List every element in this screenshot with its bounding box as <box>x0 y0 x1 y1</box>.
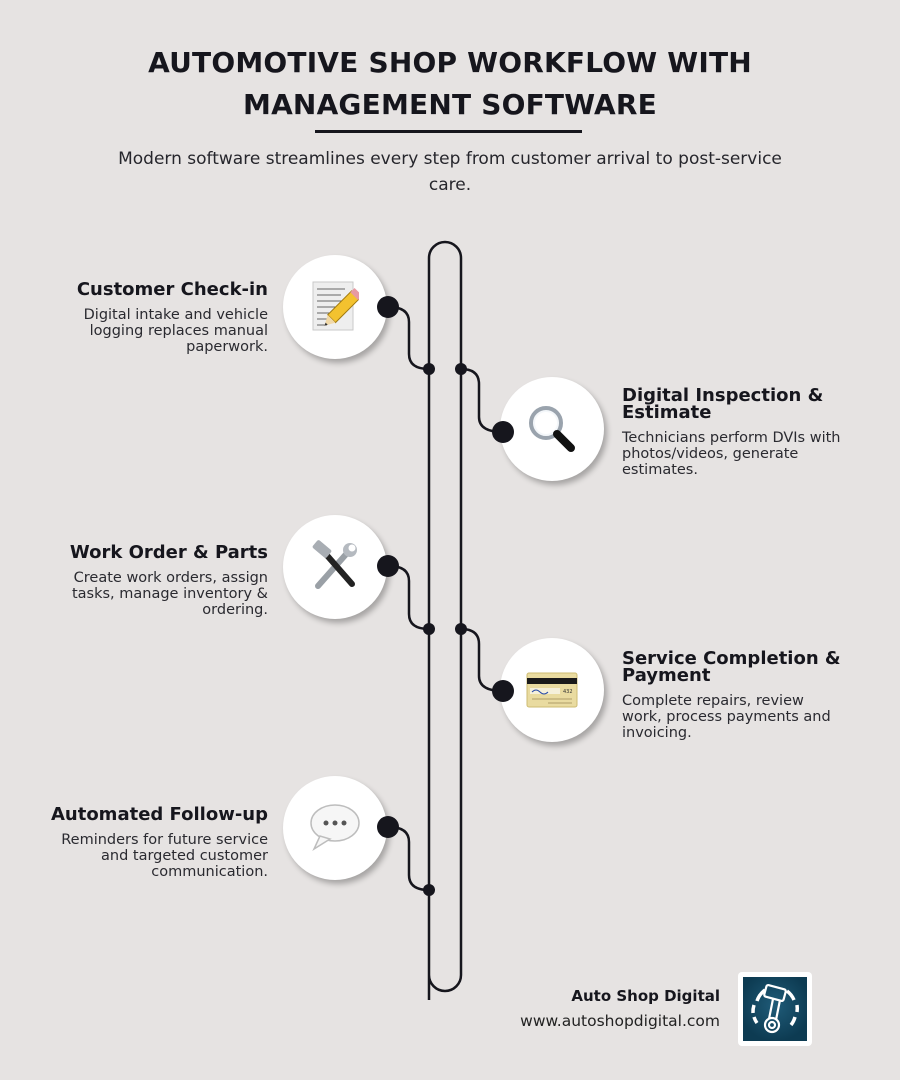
step-node-work-order <box>283 515 387 619</box>
step-connector-dot <box>377 816 399 838</box>
step-work-order-parts: Work Order & Parts Create work orders, a… <box>38 542 268 619</box>
step-connector-dot <box>492 421 514 443</box>
credit-card-icon: 432 <box>526 672 578 708</box>
step-automated-follow-up: Automated Follow-up Reminders for future… <box>38 804 268 881</box>
piston-logo-icon <box>751 983 800 1034</box>
step-service-completion: Service Completion & Payment Complete re… <box>622 648 842 742</box>
step-description: Technicians perform DVIs with photos/vid… <box>622 430 841 478</box>
step-customer-check-in: Customer Check-in Digital intake and veh… <box>38 279 268 356</box>
speech-bubble-icon <box>310 804 360 851</box>
step-node-follow-up <box>283 776 387 880</box>
step-title: Customer Check-in <box>76 279 268 300</box>
footer-url-link[interactable]: www.autoshopdigital.com <box>520 1012 720 1030</box>
step-node-check-in <box>283 255 387 359</box>
step-description: Create work orders, assign tasks, manage… <box>71 570 268 618</box>
magnifying-glass-icon <box>529 406 575 452</box>
step-digital-inspection: Digital Inspection & Estimate Technician… <box>622 385 842 479</box>
page-title: AUTOMOTIVE SHOP WORKFLOW WITH MANAGEMENT… <box>0 42 900 126</box>
step-title: Automated Follow-up <box>50 804 268 825</box>
step-title: Work Order & Parts <box>69 542 268 563</box>
step-description: Reminders for future service and targete… <box>61 832 268 880</box>
title-line-1: AUTOMOTIVE SHOP WORKFLOW WITH <box>148 46 752 79</box>
svg-text:432: 432 <box>563 689 573 695</box>
step-description: Complete repairs, review work, process p… <box>622 693 831 741</box>
title-line-2: MANAGEMENT SOFTWARE <box>243 88 657 121</box>
subtitle: Modern software streamlines every step f… <box>118 149 782 195</box>
title-underline <box>315 130 582 133</box>
step-node-payment: 432 <box>500 638 604 742</box>
step-node-inspection <box>500 377 604 481</box>
step-connector-dot <box>492 680 514 702</box>
hammer-wrench-icon <box>312 540 357 589</box>
step-connector-dot <box>377 296 399 318</box>
footer-brand-name: Auto Shop Digital <box>571 987 720 1005</box>
step-description: Digital intake and vehicle logging repla… <box>83 307 268 355</box>
step-title: Service Completion & Payment <box>622 648 841 686</box>
step-title: Digital Inspection & Estimate <box>622 385 824 423</box>
brand-logo <box>738 972 812 1046</box>
step-connector-dot <box>377 555 399 577</box>
memo-pencil-icon <box>312 281 359 331</box>
